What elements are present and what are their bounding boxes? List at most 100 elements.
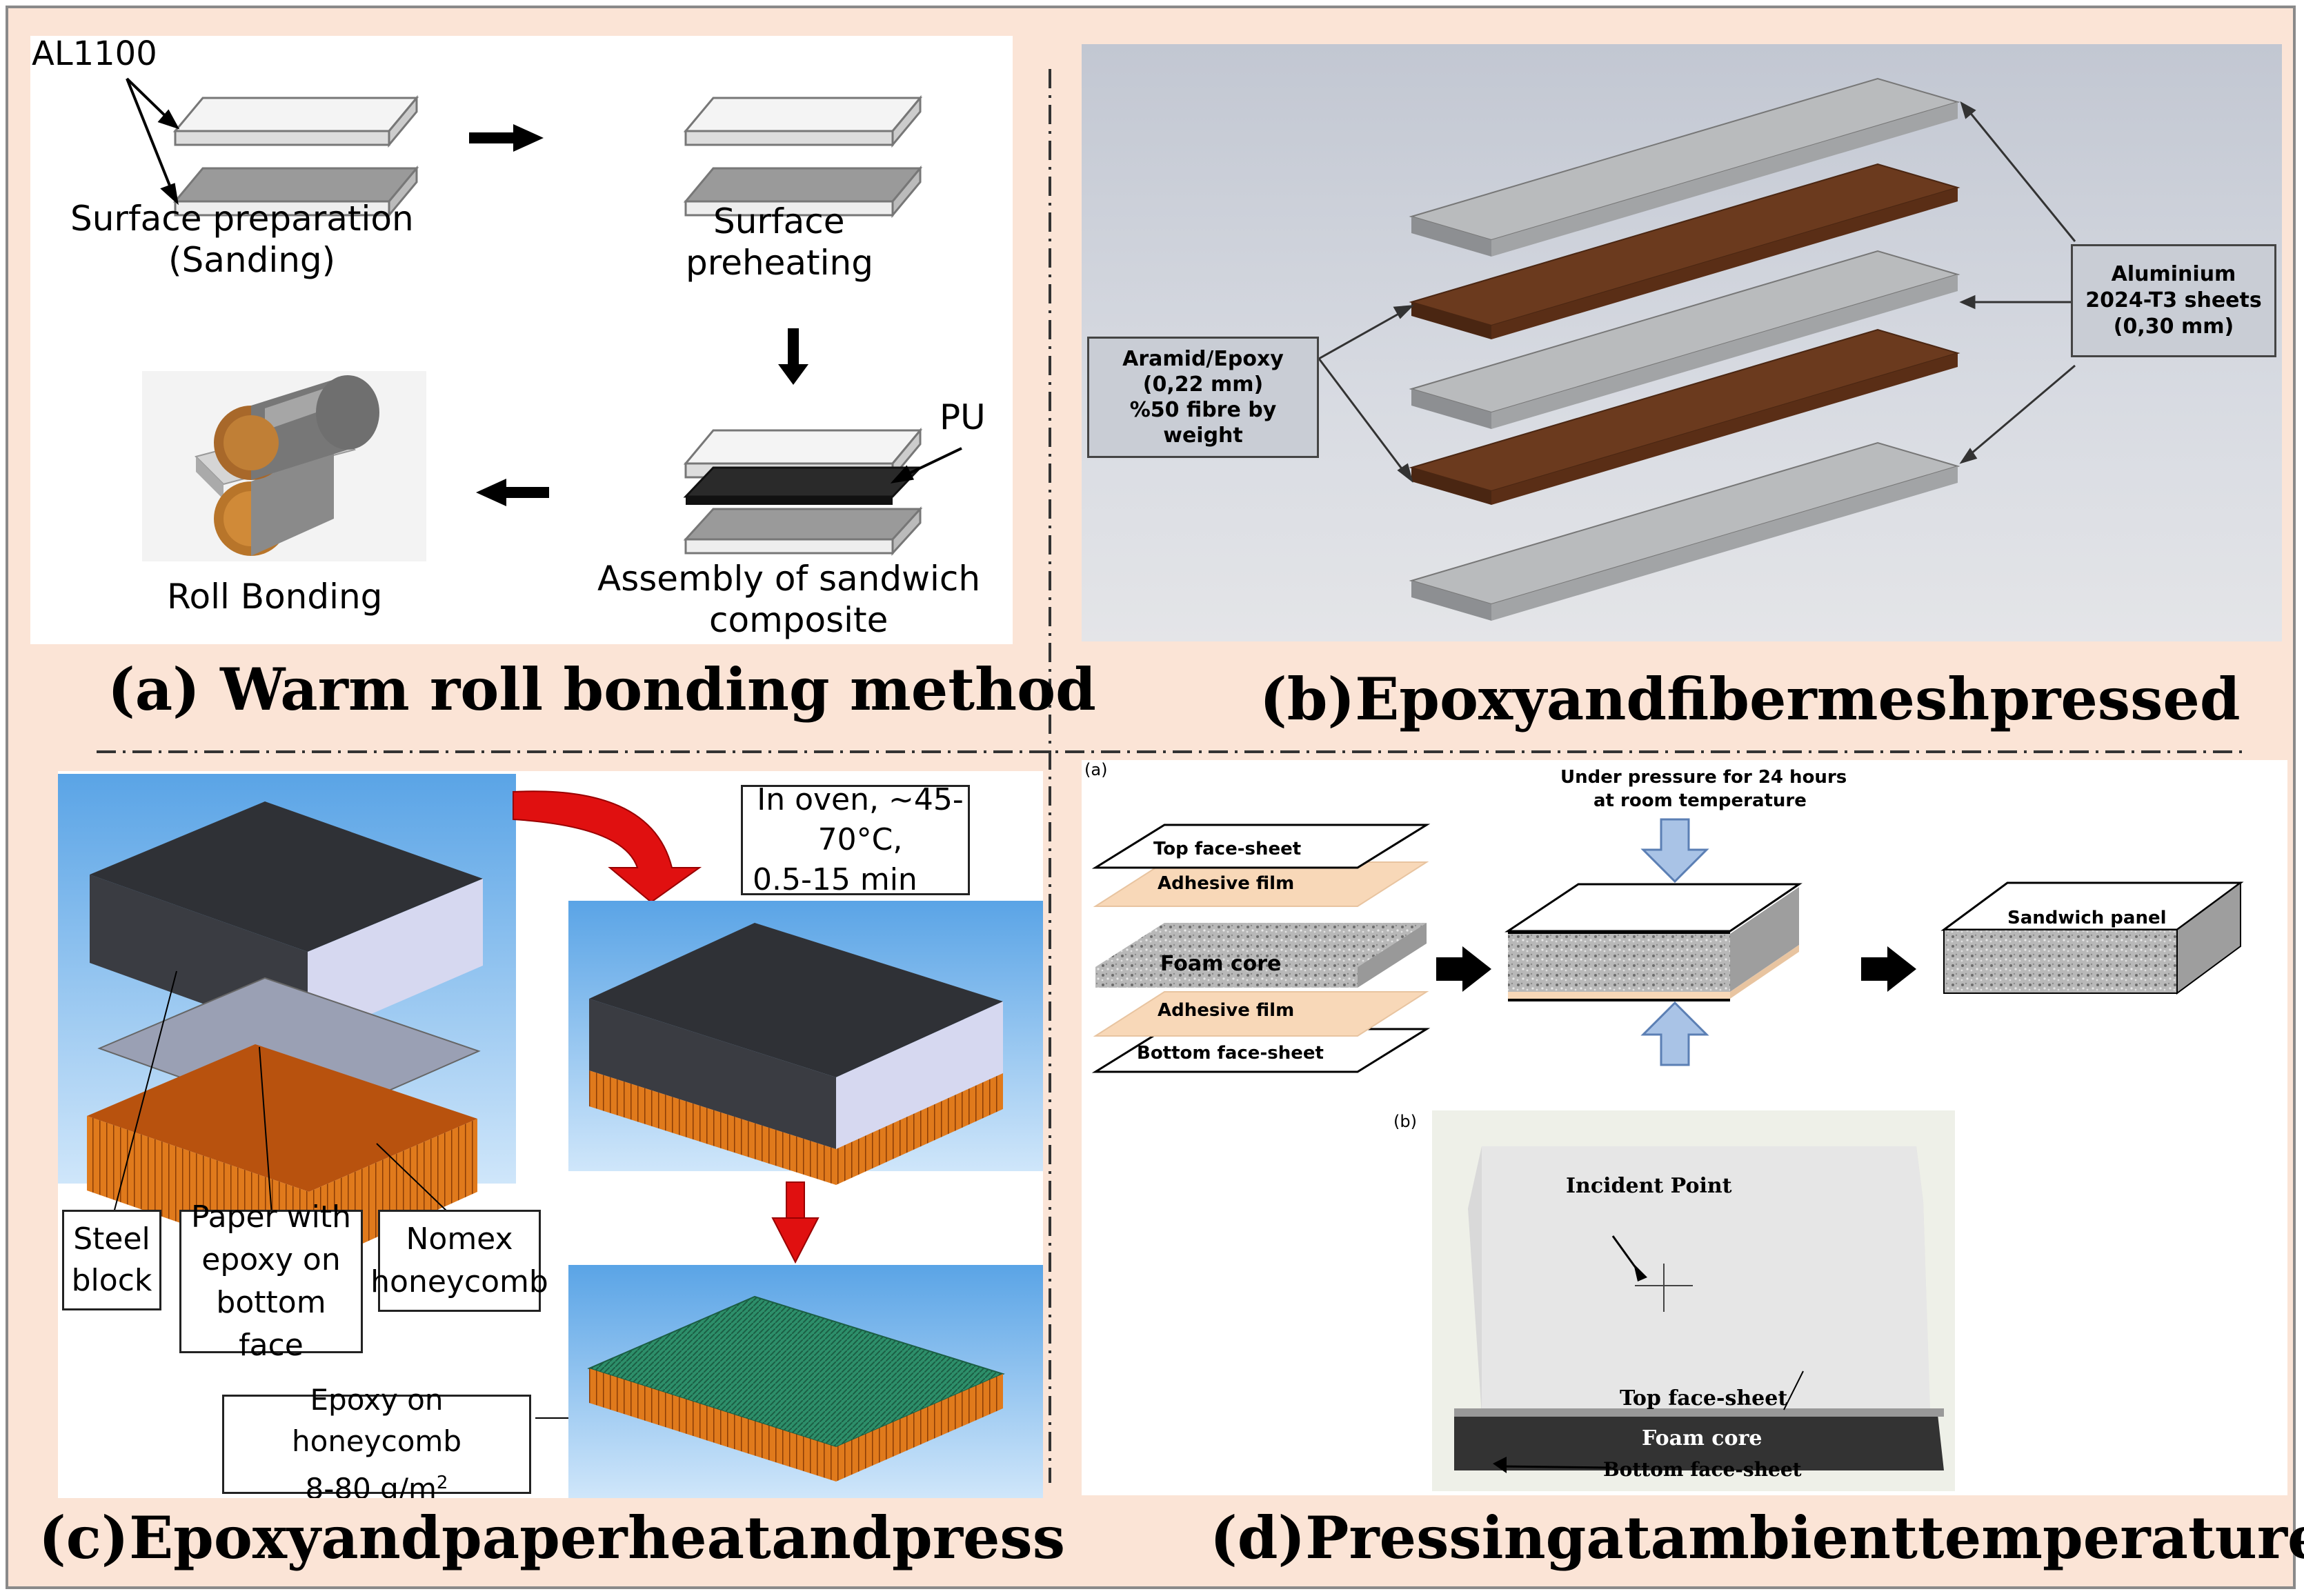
roll-bonding-image bbox=[142, 371, 426, 561]
al1100-label: AL1100 bbox=[32, 36, 157, 73]
al-plates-step2 bbox=[683, 94, 923, 219]
epoxy-superscript: 2 bbox=[436, 1472, 448, 1493]
step-surface-preheating-line2: preheating bbox=[686, 243, 873, 283]
epoxy-line2: 8-80 g/m2 bbox=[306, 1462, 448, 1499]
panel-a: AL1100 Surface preparation (Sanding) Sur… bbox=[30, 36, 1013, 644]
caption-c-word: and bbox=[771, 1504, 892, 1572]
panel-b: Aramid/Epoxy (0,22 mm) %50 fibre by weig… bbox=[1082, 44, 2282, 641]
caption-c-word: and bbox=[321, 1504, 441, 1572]
aluminium-box-line3: (0,30 mm) bbox=[2113, 315, 2234, 339]
paper-line1: Paper with bbox=[191, 1199, 351, 1235]
caption-d-word: at bbox=[1586, 1504, 1651, 1572]
step-surface-preheating-line1: Surface bbox=[713, 201, 845, 241]
heat-arrow-curved bbox=[513, 790, 702, 904]
step-assembly-line2: composite bbox=[709, 600, 888, 640]
panel-c: In oven, ~45-70°C, 0.5-15 min Steel bloc… bbox=[58, 771, 1043, 1498]
black-arrow-1 bbox=[1436, 946, 1491, 992]
aramid-box-line4: weight bbox=[1163, 423, 1243, 448]
caption-b-word: mesh bbox=[1816, 665, 1990, 733]
pressure-line1: Under pressure for 24 hours bbox=[1560, 767, 1847, 788]
final-sandwich-panel bbox=[1940, 881, 2244, 995]
photo-top-face-label: Top face-sheet bbox=[1620, 1386, 1788, 1410]
bottom-face-sheet-label: Bottom face-sheet bbox=[1137, 1043, 1324, 1064]
oven-line2: 0.5-15 min bbox=[753, 862, 917, 897]
caption-b-word: fiber bbox=[1667, 665, 1817, 733]
caption-c-word: press bbox=[891, 1504, 1065, 1572]
panel-d-drawing bbox=[1091, 818, 2244, 1491]
nomex-line1: Nomex bbox=[406, 1221, 513, 1257]
epoxy-line2-text: 8-80 g/m bbox=[305, 1471, 437, 1499]
sample-photo bbox=[1432, 1110, 1955, 1491]
callout-arrows bbox=[1318, 101, 2076, 483]
caption-a: (a) Warm roll bonding method bbox=[108, 655, 1096, 724]
oven-line1: In oven, ~45-70°C, bbox=[757, 782, 964, 857]
exploded-sandwich bbox=[1091, 824, 1431, 1073]
step-surface-preparation-line1: Surface preparation bbox=[70, 199, 414, 239]
incident-point-label: Incident Point bbox=[1566, 1174, 1732, 1198]
aramid-epoxy-box: Aramid/Epoxy (0,22 mm) %50 fibre by weig… bbox=[1087, 337, 1319, 458]
flow-arrow-right bbox=[469, 124, 544, 152]
caption-b-word: pressed bbox=[1989, 665, 2241, 733]
flow-arrow-left bbox=[476, 479, 549, 506]
adhesive-film-label-2: Adhesive film bbox=[1158, 1000, 1295, 1021]
top-face-sheet-label: Top face-sheet bbox=[1153, 839, 1302, 859]
panel-c-drawing bbox=[58, 774, 1043, 1498]
step-surface-preparation-line2: (Sanding) bbox=[168, 240, 336, 280]
steel-block-box: Steel block bbox=[62, 1210, 161, 1310]
caption-d: (d) Pressing at ambient temperature bbox=[1210, 1504, 2304, 1572]
aluminium-box-line1: Aluminium bbox=[2111, 262, 2236, 286]
caption-d-word: temperature bbox=[1917, 1504, 2304, 1572]
caption-d-word: ambient bbox=[1650, 1504, 1918, 1572]
pressure-arrows bbox=[1640, 818, 1709, 1066]
caption-b-word: Epoxy bbox=[1355, 665, 1547, 733]
epoxy-honeycomb-box: Epoxy on honeycomb 8-80 g/m2 bbox=[222, 1383, 531, 1498]
caption-b-word: (b) bbox=[1260, 665, 1355, 733]
panel-b-drawing bbox=[1318, 77, 2076, 621]
pressure-line2: at room temperature bbox=[1593, 790, 1807, 811]
adhesive-film-label-1: Adhesive film bbox=[1158, 873, 1295, 894]
paper-line2: epoxy on bbox=[201, 1242, 341, 1277]
step-roll-bonding: Roll Bonding bbox=[167, 577, 383, 617]
nomex-box: Nomex honeycomb bbox=[370, 1210, 548, 1312]
caption-d-word: Pressing bbox=[1305, 1504, 1587, 1572]
sub-b-label: (b) bbox=[1393, 1112, 1417, 1131]
pressed-sandwich bbox=[1504, 883, 1803, 1001]
caption-c-word: heat bbox=[628, 1504, 771, 1572]
paper-line3: bottom face bbox=[216, 1285, 326, 1363]
aramid-box-line3: %50 fibre by bbox=[1129, 398, 1277, 422]
nomex-line2: honeycomb bbox=[370, 1264, 548, 1299]
al-plates-step1 bbox=[172, 94, 419, 219]
panel-d: (a) Under pressure for 24 hours at room … bbox=[1082, 760, 2287, 1495]
oven-box: In oven, ~45-70°C, 0.5-15 min bbox=[741, 782, 970, 897]
caption-c-word: (c) bbox=[39, 1504, 129, 1572]
epoxy-line1: Epoxy on honeycomb bbox=[292, 1382, 461, 1458]
foam-core-label: Foam core bbox=[1160, 952, 1282, 976]
paper-epoxy-box: Paper with epoxy on bottom face bbox=[179, 1199, 363, 1363]
honeycomb-with-epoxy bbox=[587, 1295, 1005, 1482]
photo-bottom-face-label: Bottom face-sheet bbox=[1603, 1458, 1802, 1481]
steel-line1: Steel bbox=[73, 1221, 150, 1257]
caption-c-word: paper bbox=[441, 1504, 628, 1572]
caption-b: (b) Epoxy and fiber mesh pressed bbox=[1260, 665, 2241, 733]
aluminium-box-line2: 2024-T3 sheets bbox=[2085, 288, 2262, 312]
sandwich-panel-label: Sandwich panel bbox=[2007, 908, 2167, 928]
sandwich-assembly-plates bbox=[683, 427, 923, 556]
heat-arrow-down bbox=[771, 1181, 820, 1264]
pressed-assembly bbox=[589, 923, 1003, 1185]
flow-arrow-down bbox=[778, 328, 808, 385]
pu-label: PU bbox=[940, 397, 986, 437]
sub-a-label: (a) bbox=[1084, 760, 1108, 779]
aluminium-box: Aluminium 2024-T3 sheets (0,30 mm) bbox=[2071, 244, 2276, 357]
steel-line2: block bbox=[71, 1263, 152, 1298]
pu-pointer-arrow bbox=[890, 447, 962, 483]
black-arrow-2 bbox=[1861, 946, 1916, 992]
caption-c-word: Epoxy bbox=[129, 1504, 321, 1572]
aramid-box-line2: (0,22 mm) bbox=[1142, 372, 1264, 397]
aramid-box-line1: Aramid/Epoxy bbox=[1122, 347, 1284, 371]
step-assembly-line1: Assembly of sandwich bbox=[597, 559, 981, 599]
caption-c: (c) Epoxy and paper heat and press bbox=[39, 1504, 1065, 1572]
laminate-stack bbox=[1409, 77, 1960, 621]
caption-b-word: and bbox=[1546, 665, 1667, 733]
